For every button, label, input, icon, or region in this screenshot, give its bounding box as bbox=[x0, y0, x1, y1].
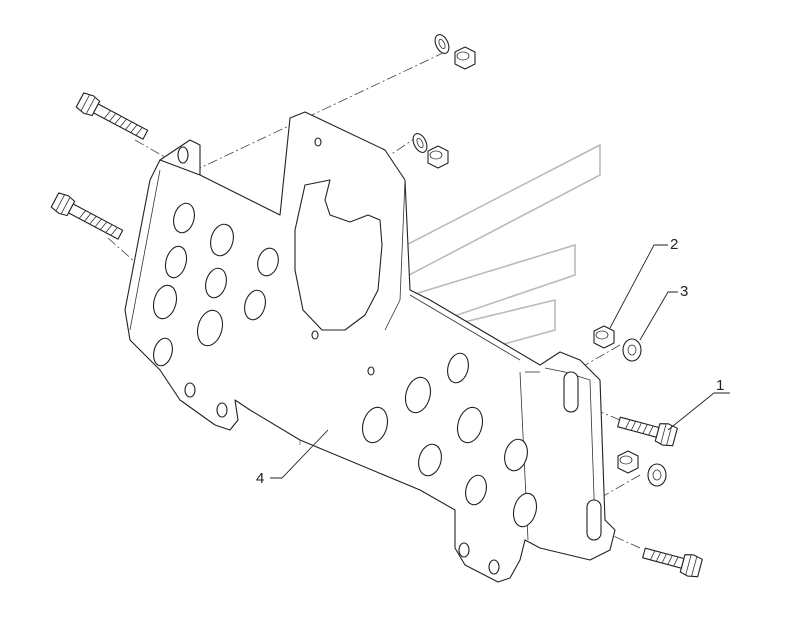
bolt-icon bbox=[50, 92, 703, 578]
callout-1: 1 bbox=[716, 377, 724, 394]
callout-3: 3 bbox=[680, 283, 688, 300]
leader-lines bbox=[270, 244, 730, 479]
callout-4: 4 bbox=[256, 470, 264, 487]
bracket-icon bbox=[124, 111, 616, 583]
nut-icon bbox=[427, 46, 639, 474]
washer-icon bbox=[412, 34, 667, 487]
callout-2: 2 bbox=[670, 236, 678, 253]
